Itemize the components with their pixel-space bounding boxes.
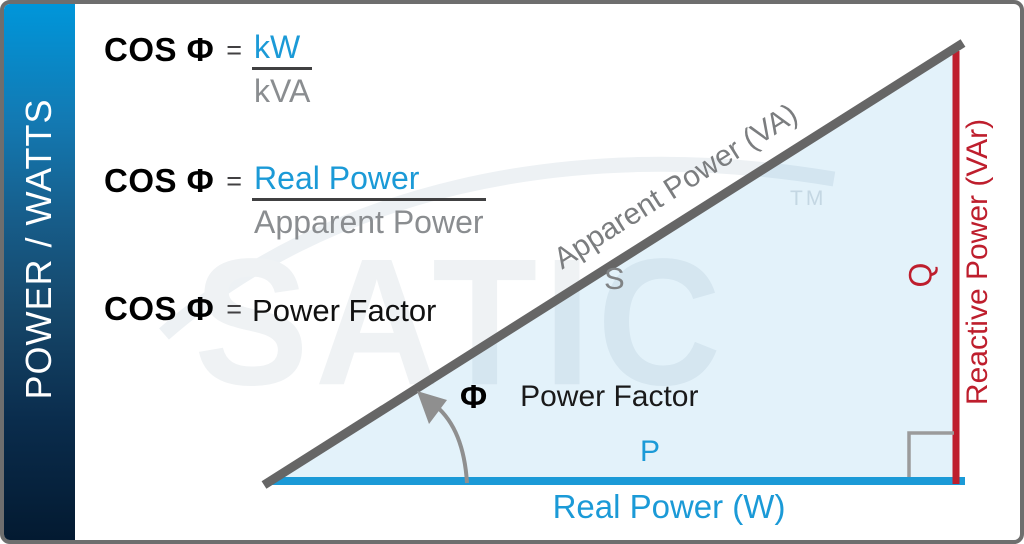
formula-lhs: COS Φ [104, 31, 215, 68]
angle-arrow-head [417, 391, 447, 424]
fraction-numerator: kW [252, 31, 313, 70]
hypotenuse-line-apparent-power [261, 39, 966, 489]
watermark-logo-text: SATIC [194, 221, 728, 424]
equals-sign: = [226, 166, 243, 196]
swoosh-curve [159, 156, 836, 340]
fraction: Real Power Apparent Power [252, 162, 486, 240]
vertical-side-label: Reactive Power (VAr) [961, 118, 994, 406]
angle-label-group: Φ Power Factor [460, 378, 698, 416]
hypotenuse-symbol-s: S [604, 261, 625, 296]
hypotenuse-label: Apparent Power (VA) [548, 97, 804, 276]
base-symbol-p: P [640, 435, 661, 468]
fraction: kW kVA [252, 31, 313, 109]
equals-sign: = [226, 35, 243, 65]
power-triangle-graphic [261, 39, 966, 489]
formula-kw-over-kva: COS Φ = kW kVA [104, 31, 313, 109]
angle-arc-arrow [434, 404, 469, 484]
fraction-denominator: kVA [254, 73, 311, 109]
equals-sign: = [226, 294, 243, 324]
fraction-denominator: Apparent Power [254, 204, 484, 240]
formula-rhs: Power Factor [252, 293, 437, 328]
labels-layer: COS Φ = kW kVA COS Φ = Real Power Appare… [4, 4, 1020, 540]
watermark-tm: TM [790, 187, 826, 211]
watermark-layer: SATIC TM [4, 4, 1020, 540]
formula-lhs: COS Φ [104, 162, 215, 199]
formula-real-over-apparent: COS Φ = Real Power Apparent Power [104, 162, 486, 238]
base-side-label: Real Power (W) [552, 488, 786, 525]
phi-symbol: Φ [460, 378, 488, 415]
watermark-swoosh [159, 156, 836, 340]
fraction-numerator: Real Power [252, 162, 486, 201]
sidebar-power-watts: POWER / WATTS [4, 4, 75, 540]
vertical-symbol-q: Q [902, 262, 939, 288]
formula-power-factor: COS Φ = Power Factor [104, 290, 436, 329]
right-angle-marker [907, 431, 954, 477]
formula-lhs: COS Φ [104, 290, 215, 327]
angle-label: Power Factor [520, 380, 699, 413]
